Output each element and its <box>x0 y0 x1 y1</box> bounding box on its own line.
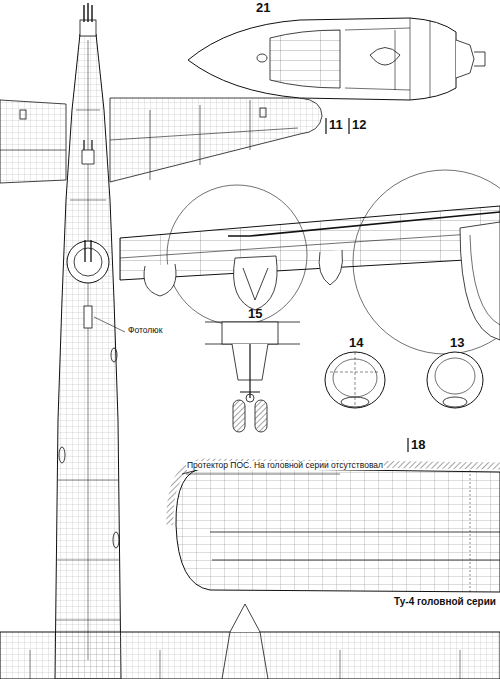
callout-number: 12 <box>352 118 366 132</box>
callout-number: 13 <box>450 336 464 350</box>
callout-number: 15 <box>248 307 262 321</box>
view-caption: Ту-4 головной серии <box>393 596 497 607</box>
callout-number: 14 <box>349 336 363 350</box>
note-text: Протектор ПОС. На головной серии отсутст… <box>186 461 384 470</box>
part-label: Фотолюк <box>127 326 163 335</box>
callout-number: 11 <box>329 118 343 132</box>
callout-number: 18 <box>411 438 425 452</box>
callout-number: 21 <box>256 1 270 15</box>
